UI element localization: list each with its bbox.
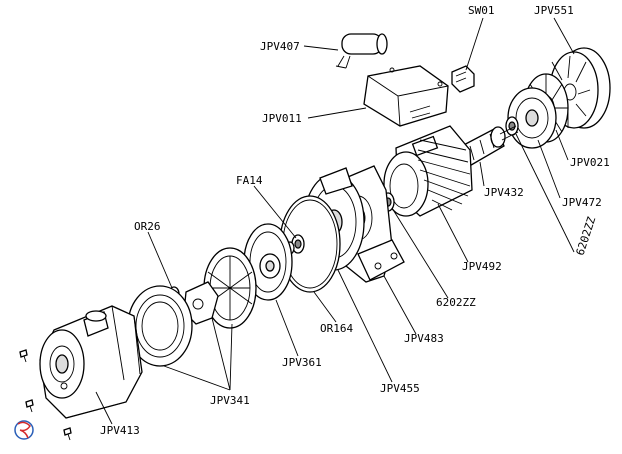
- label-jpv011: JPV011: [262, 112, 302, 125]
- diffuser-jpv341: [183, 247, 257, 329]
- terminal-box-jpv011: [363, 65, 449, 127]
- capacitor-jpv407: [335, 33, 388, 69]
- label-6202zz-mid: 6202ZZ: [436, 296, 476, 309]
- watermark-logo: [14, 420, 34, 440]
- pump-body-jpv413: [39, 305, 143, 419]
- label-or26: OR26: [134, 220, 161, 233]
- label-jpv341: JPV341: [210, 394, 250, 407]
- label-jpv483: JPV483: [404, 332, 444, 345]
- label-jpv492: JPV492: [462, 260, 502, 273]
- motor-housing-jpv492: [383, 125, 473, 217]
- label-jpv407: JPV407: [260, 40, 300, 53]
- label-fa14: FA14: [236, 174, 263, 187]
- screws: [19, 349, 72, 441]
- switch-sw01: [451, 65, 475, 93]
- label-jpv551: JPV551: [534, 4, 574, 17]
- end-shield-jpv472: [507, 87, 557, 149]
- label-jpv432: JPV432: [484, 186, 524, 199]
- label-jpv413: JPV413: [100, 424, 140, 437]
- label-jpv472: JPV472: [562, 196, 602, 209]
- label-jpv361: JPV361: [282, 356, 322, 369]
- label-jpv021: JPV021: [570, 156, 610, 169]
- label-sw01: SW01: [468, 4, 495, 17]
- label-6202zz-right: 6202ZZ: [574, 215, 599, 257]
- leader-lines: [95, 17, 575, 425]
- bearing-6202zz-right: [505, 116, 519, 136]
- label-or164: OR164: [320, 322, 353, 335]
- label-jpv455: JPV455: [380, 382, 420, 395]
